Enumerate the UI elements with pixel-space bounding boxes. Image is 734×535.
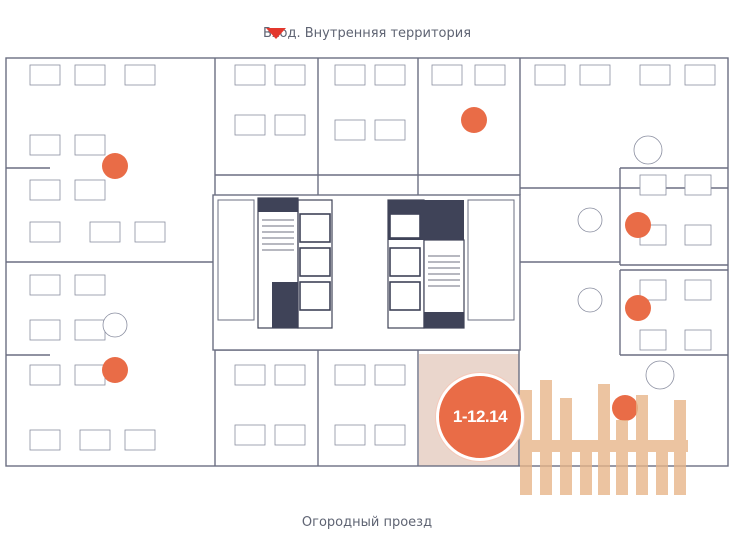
furniture bbox=[29, 64, 716, 451]
entrance-arrow-icon bbox=[266, 28, 286, 39]
zone-marker-icon bbox=[625, 295, 651, 321]
zone-marker-icon bbox=[102, 357, 128, 383]
unit-number-badge[interactable]: 1-12.14 bbox=[436, 373, 524, 461]
entrance-label: Вход. Внутренняя территория bbox=[262, 26, 472, 41]
street-label: Огородный проезд bbox=[301, 515, 433, 530]
zone-markers bbox=[102, 107, 651, 421]
zone-marker-icon bbox=[612, 395, 638, 421]
zone-marker-icon bbox=[102, 153, 128, 179]
building-logo-icon bbox=[520, 380, 688, 495]
building-core bbox=[212, 194, 521, 351]
zone-marker-icon bbox=[625, 212, 651, 238]
zone-marker-icon bbox=[461, 107, 487, 133]
